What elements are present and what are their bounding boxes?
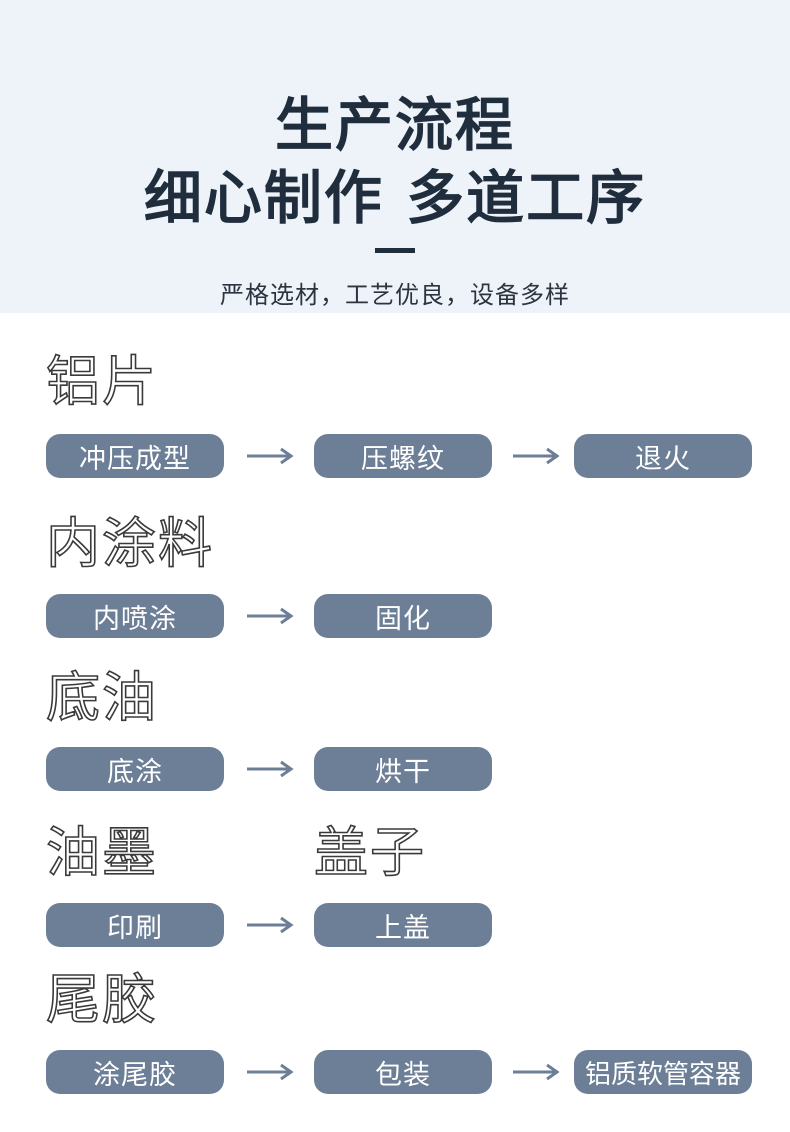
right-arrow-icon: [513, 1063, 560, 1081]
step-threading: 压螺纹: [314, 434, 492, 478]
right-arrow-icon: [247, 916, 294, 934]
step-tail-glue: 涂尾胶: [46, 1050, 224, 1094]
step-curing: 固化: [314, 594, 492, 638]
step-stamping: 冲压成型: [46, 434, 224, 478]
section-label-ink: 油墨: [45, 820, 158, 885]
title-divider: [375, 248, 415, 253]
tagline: 严格选材，工艺优良，设备多样: [220, 281, 570, 309]
right-arrow-icon: [247, 1063, 294, 1081]
page-title: 生产流程: [274, 91, 515, 159]
section-label-inner-coating: 内涂料: [45, 511, 214, 576]
right-arrow-icon: [513, 447, 560, 465]
step-capping: 上盖: [314, 903, 492, 947]
header-banner: 生产流程 细心制作 多道工序 严格选材，工艺优良，设备多样: [0, 0, 790, 313]
section-label-cap: 盖子: [313, 820, 426, 885]
step-final-product: 铝质软管容器: [574, 1050, 752, 1094]
right-arrow-icon: [247, 607, 294, 625]
right-arrow-icon: [247, 447, 294, 465]
right-arrow-icon: [247, 760, 294, 778]
step-primer-coat: 底涂: [46, 747, 224, 791]
step-printing: 印刷: [46, 903, 224, 947]
step-drying: 烘干: [314, 747, 492, 791]
step-annealing: 退火: [574, 434, 752, 478]
section-label-aluminum: 铝片: [45, 349, 158, 414]
page-subtitle-heading: 细心制作 多道工序: [143, 164, 647, 232]
step-inner-spray: 内喷涂: [46, 594, 224, 638]
section-label-primer: 底油: [45, 665, 158, 730]
section-label-tail-glue: 尾胶: [45, 967, 158, 1032]
step-packaging: 包装: [314, 1050, 492, 1094]
